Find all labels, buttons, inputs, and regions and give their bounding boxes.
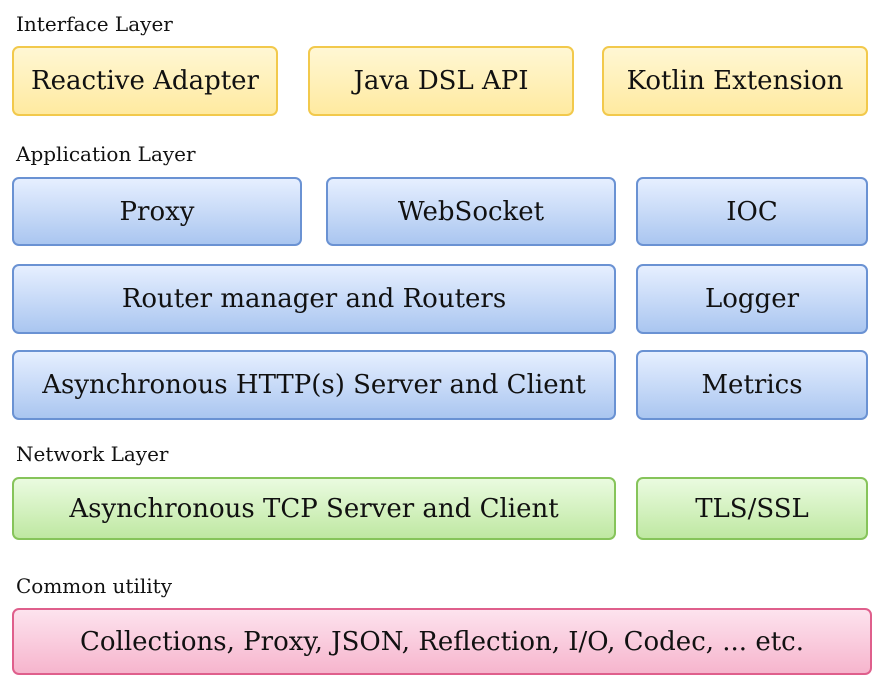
logger-box: Logger: [636, 264, 868, 334]
application-layer-label: Application Layer: [16, 142, 196, 166]
common-utility-label: Common utility: [16, 574, 172, 598]
proxy-box: Proxy: [12, 177, 302, 246]
http-server-client-box: Asynchronous HTTP(s) Server and Client: [12, 350, 616, 420]
kotlin-extension-box: Kotlin Extension: [602, 46, 868, 116]
websocket-box: WebSocket: [326, 177, 616, 246]
metrics-box: Metrics: [636, 350, 868, 420]
tcp-server-client-box: Asynchronous TCP Server and Client: [12, 477, 616, 540]
common-utility-box: Collections, Proxy, JSON, Reflection, I/…: [12, 608, 872, 675]
java-dsl-api-box: Java DSL API: [308, 46, 574, 116]
ioc-box: IOC: [636, 177, 868, 246]
tls-ssl-box: TLS/SSL: [636, 477, 868, 540]
router-manager-box: Router manager and Routers: [12, 264, 616, 334]
network-layer-label: Network Layer: [16, 442, 169, 466]
reactive-adapter-box: Reactive Adapter: [12, 46, 278, 116]
interface-layer-label: Interface Layer: [16, 12, 173, 36]
